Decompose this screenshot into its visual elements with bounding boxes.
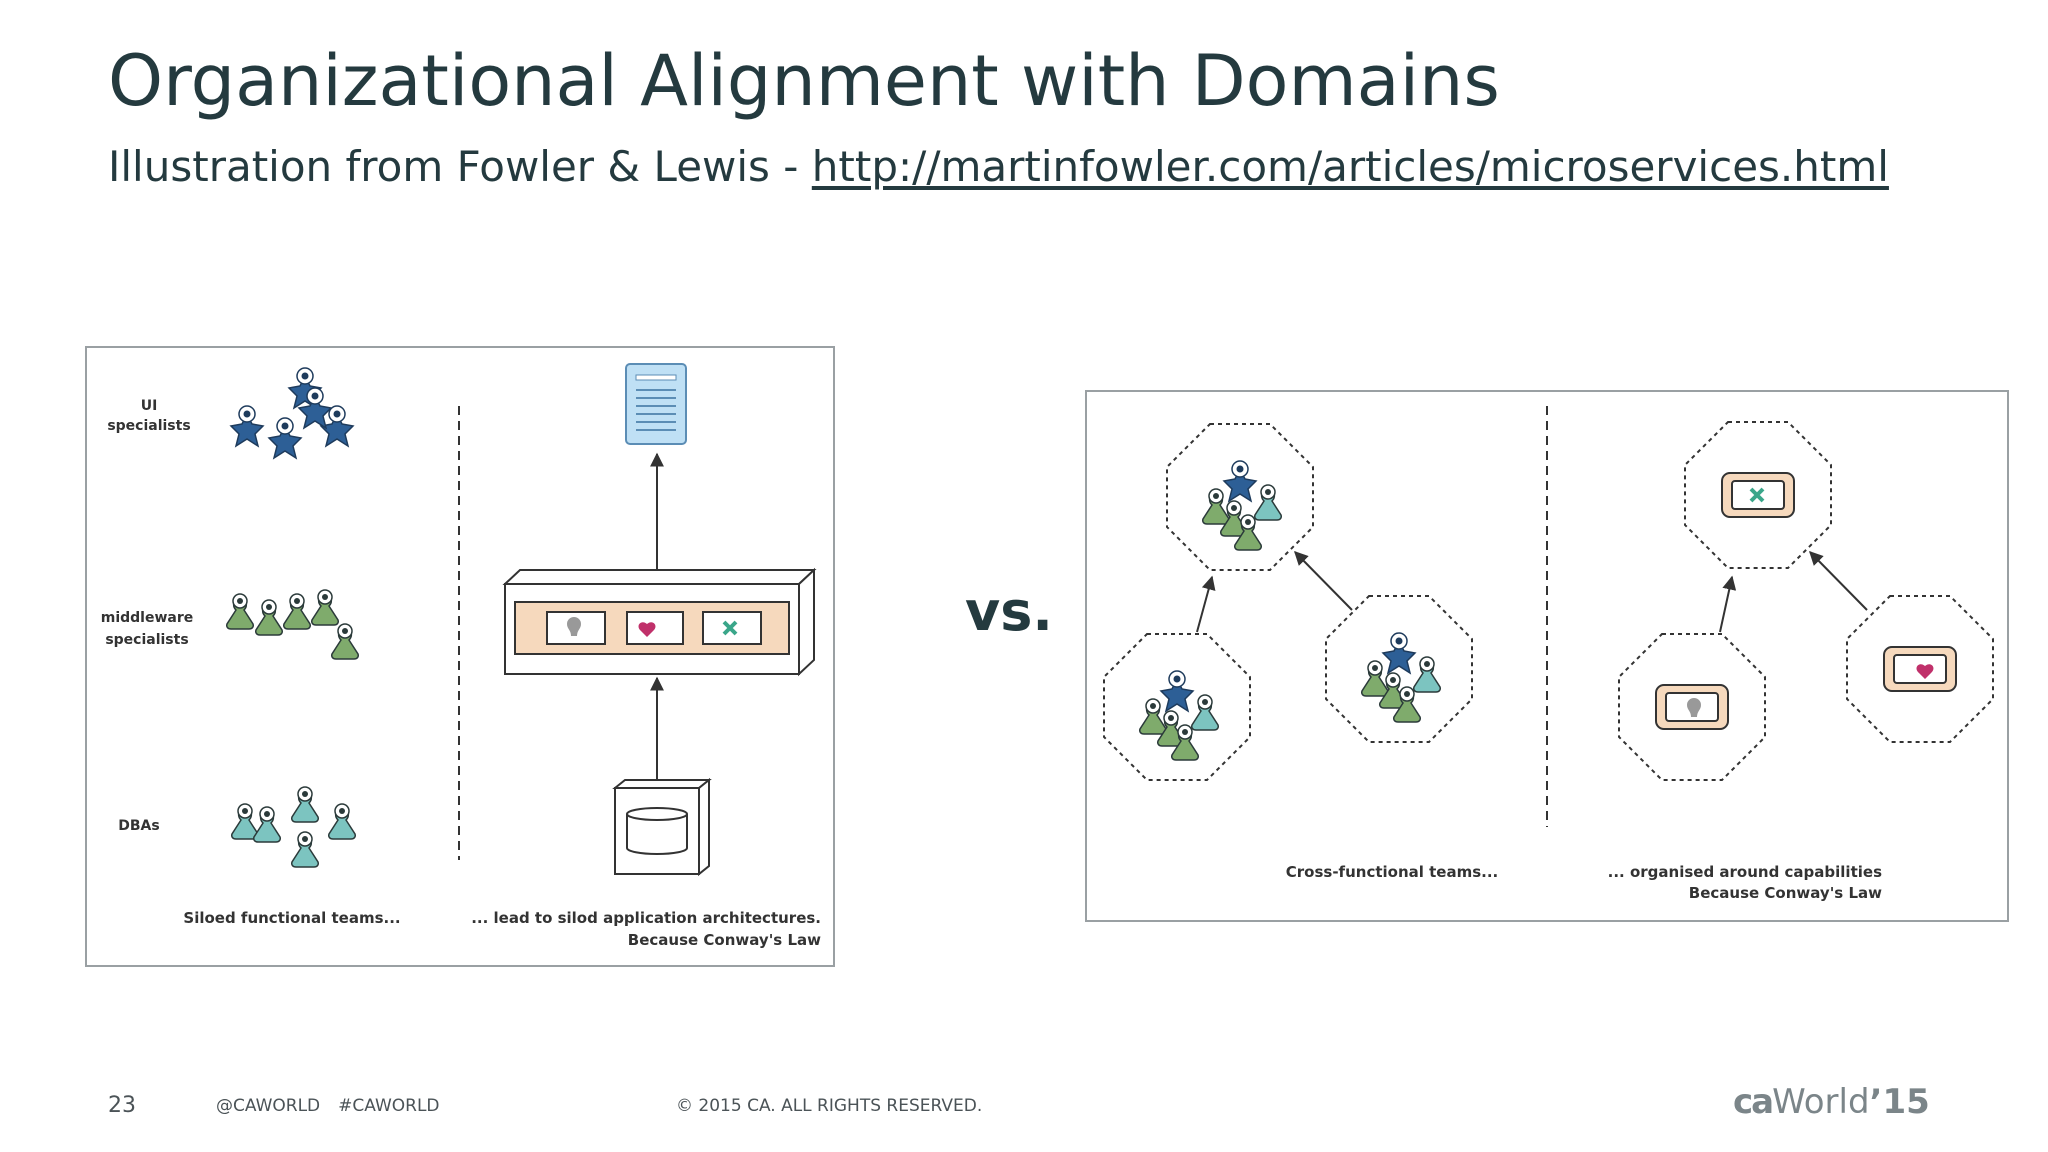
- dba-group: [230, 786, 357, 868]
- person-icon: [254, 599, 284, 636]
- social-handles: @CAWORLD #CAWORLD: [216, 1096, 440, 1116]
- person-icon: [252, 806, 282, 843]
- arrow-icon: [1196, 575, 1216, 633]
- arrow-icon: [1809, 551, 1868, 611]
- cross-functional-figure: Cross-functional teams... ... organised …: [1085, 390, 2009, 922]
- cross-functional-team: [1167, 424, 1313, 570]
- silod-arch-caption: ... lead to silod application architectu…: [471, 909, 821, 927]
- middleware-label: middleware: [101, 610, 194, 626]
- source-link[interactable]: http://martinfowler.com/articles/microse…: [811, 142, 1889, 191]
- person-icon: [282, 593, 312, 630]
- arrow-icon: [1294, 551, 1353, 611]
- monolith-application: [502, 567, 817, 677]
- person-icon: [310, 589, 340, 626]
- ui-label: UI: [141, 398, 158, 414]
- cross-functional-team: [1104, 634, 1250, 780]
- twitter-handle: @CAWORLD: [216, 1096, 321, 1116]
- person-icon: [290, 786, 320, 823]
- cross-functional-team: [1326, 596, 1472, 742]
- ui-specialists-group: [230, 367, 354, 459]
- logo-world: World: [1772, 1082, 1870, 1122]
- siloed-teams-diagram: UI specialists middleware specialists DB…: [101, 363, 821, 949]
- hashtag: #CAWORLD: [338, 1096, 440, 1116]
- person-icon: [225, 593, 255, 630]
- person-icon: [230, 405, 264, 447]
- arrow-icon: [1719, 575, 1737, 633]
- caworld-logo: caWorld’15: [1733, 1082, 1930, 1122]
- cross-functional-caption: Cross-functional teams...: [1286, 863, 1498, 881]
- slide-title: Organizational Alignment with Domains: [108, 40, 1500, 122]
- person-icon: [268, 417, 302, 459]
- document-icon: [625, 363, 687, 445]
- capability-service: [1684, 421, 1832, 569]
- database-icon: [612, 777, 712, 877]
- siloed-teams-figure: UI specialists middleware specialists DB…: [85, 346, 835, 967]
- siloed-teams-caption: Siloed functional teams...: [183, 909, 400, 927]
- capability-service: [1846, 595, 1994, 743]
- middleware-label-2: specialists: [105, 632, 188, 648]
- copyright: © 2015 CA. ALL RIGHTS RESERVED.: [676, 1096, 983, 1116]
- ui-label-2: specialists: [107, 418, 190, 434]
- cross-functional-diagram: Cross-functional teams... ... organised …: [1087, 406, 1994, 902]
- capabilities-caption: ... organised around capabilities: [1608, 863, 1882, 881]
- logo-year: ’15: [1869, 1082, 1930, 1122]
- conways-law-caption: Because Conway's Law: [628, 931, 821, 949]
- logo-ca: ca: [1733, 1082, 1774, 1122]
- page-number: 23: [108, 1093, 136, 1118]
- person-icon: [290, 831, 320, 868]
- dba-label: DBAs: [118, 818, 159, 834]
- person-icon: [327, 803, 357, 840]
- middleware-specialists-group: [225, 589, 360, 660]
- conways-law-caption: Because Conway's Law: [1689, 884, 1882, 902]
- person-icon: [230, 803, 260, 840]
- subtitle-prefix: Illustration from Fowler & Lewis -: [108, 142, 812, 191]
- versus-label: vs.: [965, 580, 1053, 643]
- person-icon: [330, 623, 360, 660]
- slide-subtitle: Illustration from Fowler & Lewis - http:…: [108, 142, 1889, 191]
- capability-service: [1618, 633, 1766, 781]
